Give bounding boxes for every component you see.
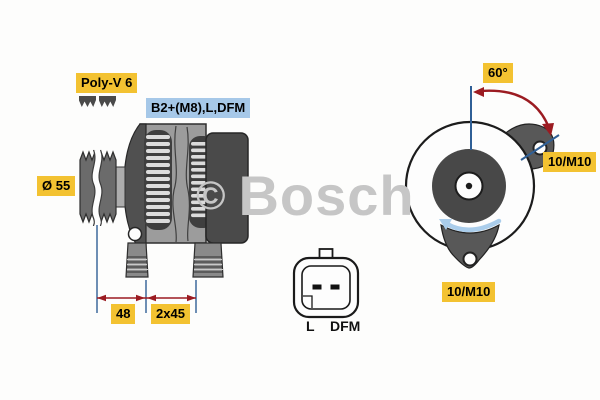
connector-plug-diagram — [292, 248, 360, 319]
terminal-designation-label: B2+(M8),L,DFM — [146, 98, 251, 118]
belt-profile-icons — [79, 96, 116, 108]
connector-pin-l — [312, 284, 322, 290]
dimension-lines — [96, 225, 197, 313]
connector-outer-shell — [292, 256, 360, 319]
shaft-center-dot — [465, 182, 473, 190]
mount-bottom-size-label: 10/M10 — [442, 282, 496, 302]
connector-pin-dfm-label: DFM — [330, 318, 361, 334]
rotation-direction-arrow — [444, 218, 502, 232]
connector-pin-l-label: L — [306, 318, 315, 334]
mounting-hole-bottom — [462, 251, 478, 267]
angle-arc-arrowhead — [542, 123, 554, 136]
angle-arc-arrowhead — [473, 87, 484, 97]
rear-housing-block — [205, 132, 249, 244]
vent-fins-front — [144, 130, 172, 230]
connector-keyway-step — [303, 295, 313, 308]
dimension-arrowhead — [147, 294, 156, 302]
angle-reference-line-lug — [520, 134, 560, 161]
connector-pin-dfm — [330, 284, 340, 290]
rotation-arrowhead — [439, 219, 452, 230]
connector-inner-shell — [301, 265, 351, 310]
body-contour-line — [185, 126, 191, 242]
alternator-rear-view — [404, 86, 560, 269]
mounting-lug-bottom — [440, 223, 500, 269]
belt-type-label: Poly-V 6 — [76, 73, 138, 93]
pulley-diameter-label: Ø 55 — [37, 176, 76, 196]
dimension-arrowhead — [187, 294, 196, 302]
pulley-break-lines — [91, 148, 103, 227]
mount-angle-label: 60° — [483, 63, 513, 83]
angle-arc — [479, 89, 551, 129]
mount-top-size-label: 10/M10 — [543, 152, 597, 172]
front-mounting-eye — [127, 226, 143, 242]
mounting-foot-left — [125, 242, 149, 278]
dimension-arrowhead — [97, 294, 106, 302]
alternator-side-view — [79, 123, 249, 278]
mounting-foot-right — [192, 242, 224, 278]
poly-v-belt-profile-icon — [99, 96, 116, 107]
dimension-48-label: 48 — [111, 304, 136, 324]
dimension-2x45-label: 2x45 — [151, 304, 190, 324]
dimension-arrowhead — [136, 294, 145, 302]
poly-v-belt-profile-icon — [79, 96, 96, 107]
body-contour-line — [172, 125, 177, 243]
